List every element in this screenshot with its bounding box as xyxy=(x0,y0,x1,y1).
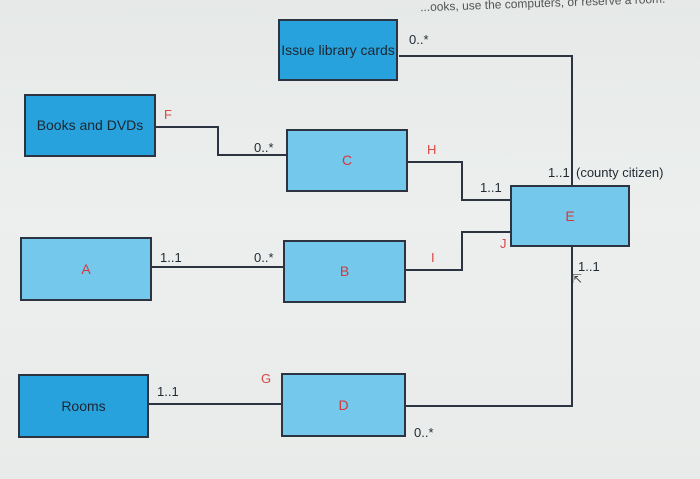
entity-e: E xyxy=(510,185,630,247)
label-c-left-cardinality: 0..* xyxy=(254,140,274,155)
entity-rooms: Rooms xyxy=(18,374,149,438)
line-c-to-e xyxy=(408,161,510,201)
label-j: J xyxy=(500,236,507,251)
label-rooms-cardinality: 1..1 xyxy=(157,384,179,399)
entity-books-and-dvds: Books and DVDs xyxy=(24,94,156,157)
label-f: F xyxy=(164,107,172,122)
label-e-top-cardinality: 1..1 xyxy=(548,165,570,180)
entity-d: D xyxy=(281,373,406,437)
label-a-cardinality: 1..1 xyxy=(160,250,182,265)
label-c-right-cardinality: 1..1 xyxy=(480,180,502,195)
label-issue-cardinality: 0..* xyxy=(409,32,429,47)
line-books-to-c xyxy=(156,126,286,156)
label-e-top-cardinality-note: (county citizen) xyxy=(576,165,664,180)
line-d-to-e xyxy=(406,247,573,407)
label-d-right-cardinality: 0..* xyxy=(414,425,434,440)
label-e-bottom-cardinality: 1..1 xyxy=(578,259,600,274)
label-h: H xyxy=(427,142,437,157)
line-b-to-e xyxy=(406,231,510,271)
entity-issue-library-cards: Issue library cards xyxy=(278,19,398,81)
mouse-pointer-icon: ⇱ xyxy=(572,272,583,286)
entity-b: B xyxy=(283,240,406,303)
line-issue-to-e xyxy=(399,55,573,186)
label-i: I xyxy=(431,250,435,265)
entity-a: A xyxy=(20,237,152,301)
label-b-left-cardinality: 0..* xyxy=(254,250,274,265)
entity-c: C xyxy=(286,129,408,192)
label-g: G xyxy=(261,371,272,386)
